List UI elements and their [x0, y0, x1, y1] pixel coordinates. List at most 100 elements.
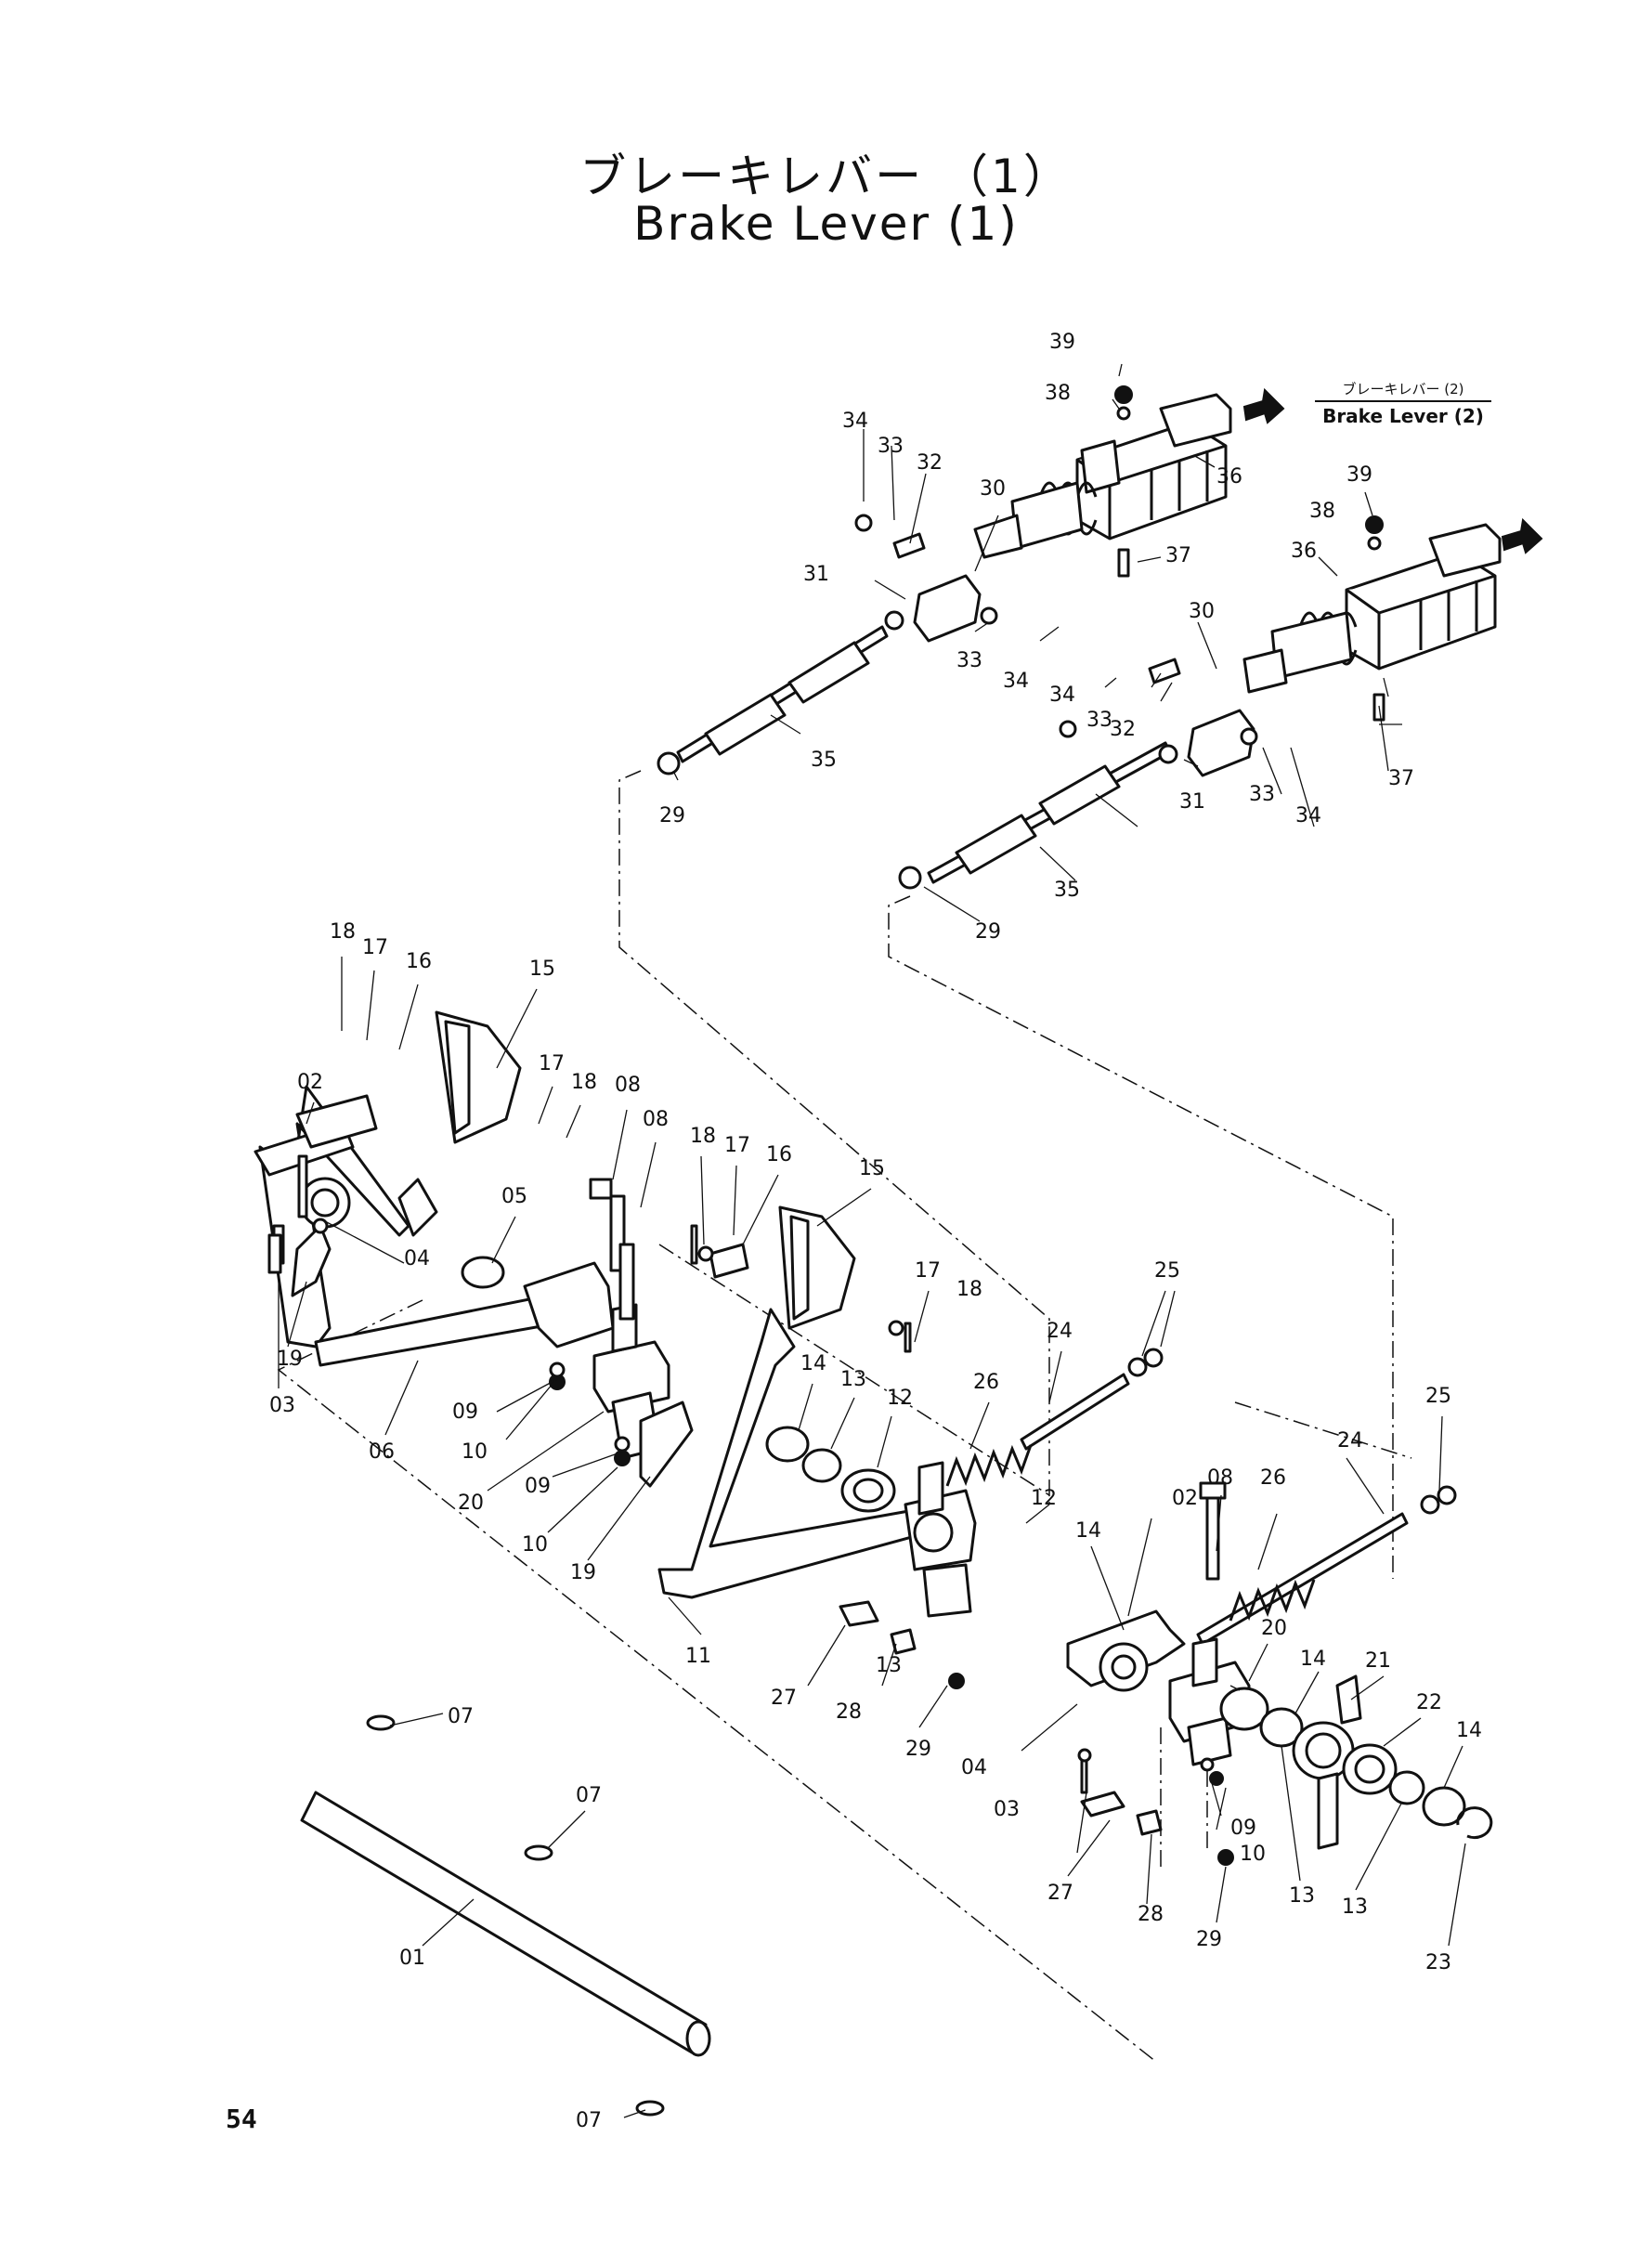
callout-label: 18	[571, 1071, 597, 1094]
callout-label: 20	[1261, 1617, 1287, 1640]
callout-label: 34	[1049, 684, 1075, 707]
callout-label: 15	[859, 1157, 885, 1180]
callout-label: 06	[369, 1440, 395, 1464]
cross-shaft	[300, 1714, 711, 2117]
callout-label: 17	[724, 1134, 750, 1157]
assembly-reference-lines	[277, 770, 1412, 2063]
callout-label: 17	[362, 936, 388, 959]
callout-label: 28	[836, 1700, 862, 1724]
callout-label: 03	[994, 1798, 1020, 1821]
callout-label: 33	[878, 435, 904, 458]
callout-label: 37	[1388, 767, 1414, 790]
callout-label: 29	[975, 920, 1001, 944]
callout-label: 24	[1337, 1429, 1363, 1453]
callout-label: 29	[1196, 1928, 1222, 1951]
callout-label: 14	[800, 1352, 826, 1375]
page-title-english: Brake Lever (1)	[633, 197, 1019, 251]
callout-label: 25	[1425, 1385, 1451, 1408]
callout-label: 14	[1300, 1648, 1326, 1671]
callout-label: 10	[1240, 1843, 1266, 1866]
callout-label: 35	[1054, 879, 1080, 902]
callout-label: 12	[887, 1387, 913, 1410]
callout-label: 28	[1138, 1903, 1164, 1926]
callout-label: 12	[1031, 1487, 1057, 1510]
callout-label: 13	[840, 1368, 866, 1391]
callout-label: 20	[458, 1492, 484, 1515]
callout-label: 10	[522, 1533, 548, 1557]
callout-label: 33	[1086, 709, 1112, 732]
clevis-blocks	[657, 385, 1385, 890]
callout-label: 33	[1249, 783, 1275, 806]
callout-label: 33	[956, 649, 982, 672]
callout-label: 36	[1216, 465, 1242, 489]
callout-label: 27	[1047, 1882, 1073, 1905]
callout-label: 26	[973, 1371, 999, 1394]
callout-label: 04	[961, 1756, 987, 1779]
callout-label: 07	[576, 2109, 602, 2132]
callout-label: 19	[570, 1561, 596, 1584]
callout-label: 17	[915, 1259, 941, 1283]
callout-label: 14	[1456, 1719, 1482, 1742]
callout-label: 30	[1189, 600, 1215, 623]
callout-leader-lines	[278, 363, 1466, 2118]
callout-label: 34	[842, 410, 868, 433]
callout-label: 23	[1425, 1951, 1451, 1974]
callout-label: 05	[501, 1185, 527, 1208]
callout-label: 09	[525, 1475, 551, 1498]
callout-label: 09	[1230, 1817, 1256, 1840]
callout-label: 39	[1049, 331, 1075, 354]
callout-label: 18	[690, 1125, 716, 1148]
callout-label: 32	[1110, 718, 1136, 741]
callout-label: 31	[1179, 790, 1205, 814]
callout-label: 01	[399, 1947, 425, 1970]
pedal-stop-bracket-left	[435, 1010, 522, 1144]
callout-label: 16	[766, 1143, 792, 1166]
callout-label: 38	[1309, 500, 1335, 523]
brake-cylinder-upper	[973, 387, 1285, 559]
brake-cylinder-lower	[1242, 517, 1543, 694]
callout-label: 32	[917, 451, 943, 475]
callout-label: 03	[269, 1394, 295, 1417]
callout-label: 08	[1207, 1466, 1233, 1490]
pedal-clevis-left	[549, 1178, 694, 1488]
callout-label: 02	[1172, 1487, 1198, 1510]
callout-label: 18	[330, 920, 356, 944]
callout-label: 18	[956, 1278, 982, 1301]
callout-label: 16	[406, 950, 432, 973]
callout-labels: 39 38 34 33 32 30 36 31 37 39 38 36 33 3…	[269, 331, 1482, 2132]
callout-label: 19	[277, 1348, 303, 1371]
callout-label: 07	[576, 1784, 602, 1807]
callout-label: 30	[980, 477, 1006, 501]
callout-label: 15	[529, 958, 555, 981]
callout-label: 24	[1047, 1320, 1073, 1343]
callout-label: 38	[1045, 382, 1071, 405]
brake-pedal-lever-center	[657, 1308, 977, 1618]
callout-label: 26	[1260, 1466, 1286, 1490]
callout-label: 13	[876, 1654, 902, 1677]
callout-label: 07	[448, 1705, 474, 1728]
callout-label: 36	[1291, 540, 1317, 563]
cross-reference: ブレーキレバー (2) Brake Lever (2)	[1315, 379, 1491, 427]
callout-label: 29	[905, 1738, 931, 1761]
page-number: 54	[226, 2104, 257, 2134]
callout-label: 39	[1346, 463, 1372, 487]
callout-label: 13	[1289, 1884, 1315, 1908]
callout-label: 13	[1342, 1896, 1368, 1919]
callout-label: 31	[803, 563, 829, 586]
callout-label: 21	[1365, 1649, 1391, 1673]
callout-label: 08	[615, 1074, 641, 1097]
callout-label: 09	[452, 1401, 478, 1424]
callout-label: 02	[297, 1071, 323, 1094]
callout-label: 37	[1165, 544, 1191, 567]
callout-label: 14	[1075, 1519, 1101, 1543]
callout-label: 04	[404, 1247, 430, 1270]
callout-label: 08	[643, 1108, 669, 1131]
right-side-bearing-assembly	[267, 1218, 1493, 1866]
pedal-stop-bracket-center	[690, 1205, 912, 1353]
page-title-japanese: ブレーキレバー （1）	[579, 150, 1073, 203]
turnbuckle-rods	[676, 625, 1172, 884]
brake-pedal-lever-left	[254, 1085, 615, 1367]
callout-label: 29	[659, 804, 685, 827]
